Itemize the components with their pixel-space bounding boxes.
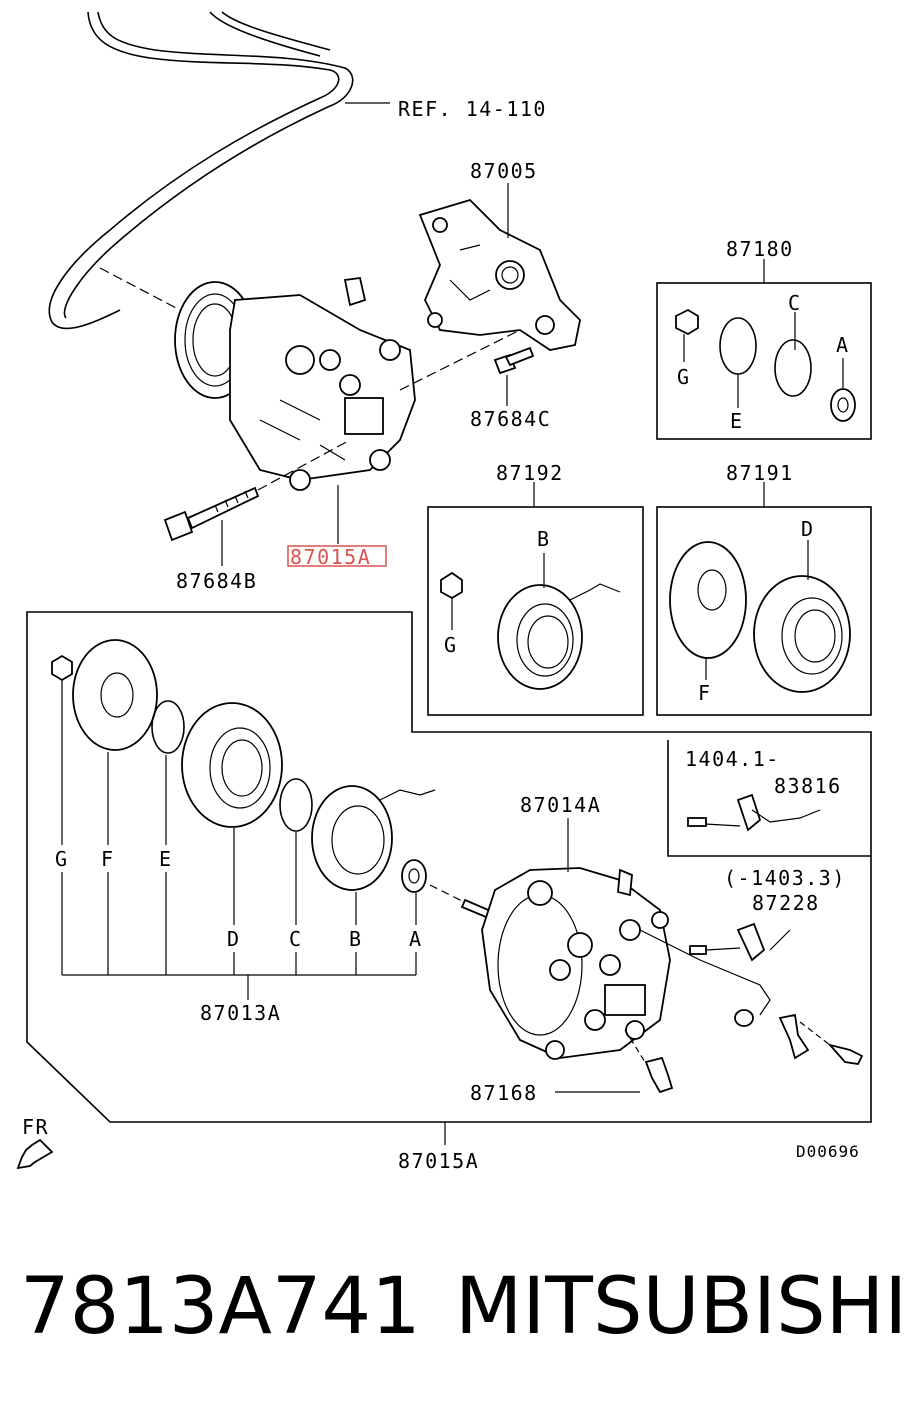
label-a-87013a: A: [409, 927, 423, 951]
part-label-87005[interactable]: 87005: [470, 159, 538, 183]
kit-box-87192: [427, 482, 644, 716]
label-c-87180: C: [788, 291, 802, 315]
part-label-87684c[interactable]: 87684C: [470, 407, 551, 431]
snap-ring-e: [151, 700, 185, 754]
part-label-87180[interactable]: 87180: [726, 237, 794, 261]
label-g-87180: G: [677, 365, 691, 389]
snap-ring-c: [279, 778, 313, 832]
nut-g: [51, 654, 73, 682]
compressor-body-87014a[interactable]: [429, 867, 671, 1060]
label-f-87191: F: [698, 681, 712, 705]
bolt-87684c[interactable]: [493, 346, 535, 375]
part-label-87684b[interactable]: 87684B: [176, 569, 257, 593]
drive-belt: [48, 11, 390, 330]
part-label-87014a[interactable]: 87014A: [520, 793, 601, 817]
part-label-87192[interactable]: 87192: [496, 461, 564, 485]
clutch-components: [51, 639, 436, 893]
diagram-code: D00696: [796, 1142, 860, 1161]
part-label-87015a[interactable]: 87015A: [398, 1149, 479, 1173]
field-coil-b: [311, 785, 393, 891]
assembly-outline: [26, 611, 872, 1123]
label-d-87191: D: [801, 517, 815, 541]
label-f-87013a: F: [101, 847, 115, 871]
bolt-87684b[interactable]: [163, 486, 260, 542]
label-a-87180: A: [836, 333, 850, 357]
label-b-87013a: B: [349, 927, 363, 951]
front-plate-f: [72, 639, 158, 751]
part-label-87015a-highlight[interactable]: 87015A: [290, 545, 371, 569]
label-c-87013a: C: [289, 927, 303, 951]
part-label-87228[interactable]: 87228: [752, 891, 820, 915]
part-label-83816[interactable]: 83816: [774, 774, 842, 798]
label-e-87180: E: [730, 409, 744, 433]
highlight-box: [287, 545, 387, 567]
front-arrow-icon: [16, 1138, 54, 1170]
leader-bracket-compressor: [399, 329, 521, 391]
shim-a: [401, 859, 427, 893]
label-g-87192: G: [444, 633, 458, 657]
kit-bracket-87013a: [61, 680, 417, 1000]
part-label-87013a[interactable]: 87013A: [200, 1001, 281, 1025]
plug-87168[interactable]: [555, 1029, 674, 1094]
bracket-87005[interactable]: [418, 198, 581, 351]
kit-box-87191: [656, 482, 872, 716]
label-b-87192: B: [537, 527, 551, 551]
pulley-d: [181, 702, 283, 828]
leader-belt-to-compressor: [99, 267, 181, 311]
label-g-87013a: G: [55, 847, 69, 871]
kit-box-87180: [656, 259, 872, 440]
harness-87228[interactable]: [639, 922, 864, 1065]
part-label-87191[interactable]: 87191: [726, 461, 794, 485]
date-range-label: (-1403.3): [724, 866, 846, 890]
label-e-87013a: E: [159, 847, 173, 871]
part-number: 7813A741: [20, 1262, 421, 1352]
ref-label[interactable]: REF. 14-110: [398, 97, 547, 121]
brand-name: MITSUBISHI: [455, 1262, 908, 1352]
sensor-box-83816: [667, 740, 871, 857]
leader-bolt-compressor: [257, 439, 351, 491]
part-label-87168[interactable]: 87168: [470, 1081, 538, 1105]
sensor-ref-label[interactable]: 1404.1-: [685, 747, 780, 771]
compressor-assembly-top[interactable]: [174, 276, 416, 491]
fr-label: FR: [22, 1115, 49, 1139]
label-d-87013a: D: [227, 927, 241, 951]
